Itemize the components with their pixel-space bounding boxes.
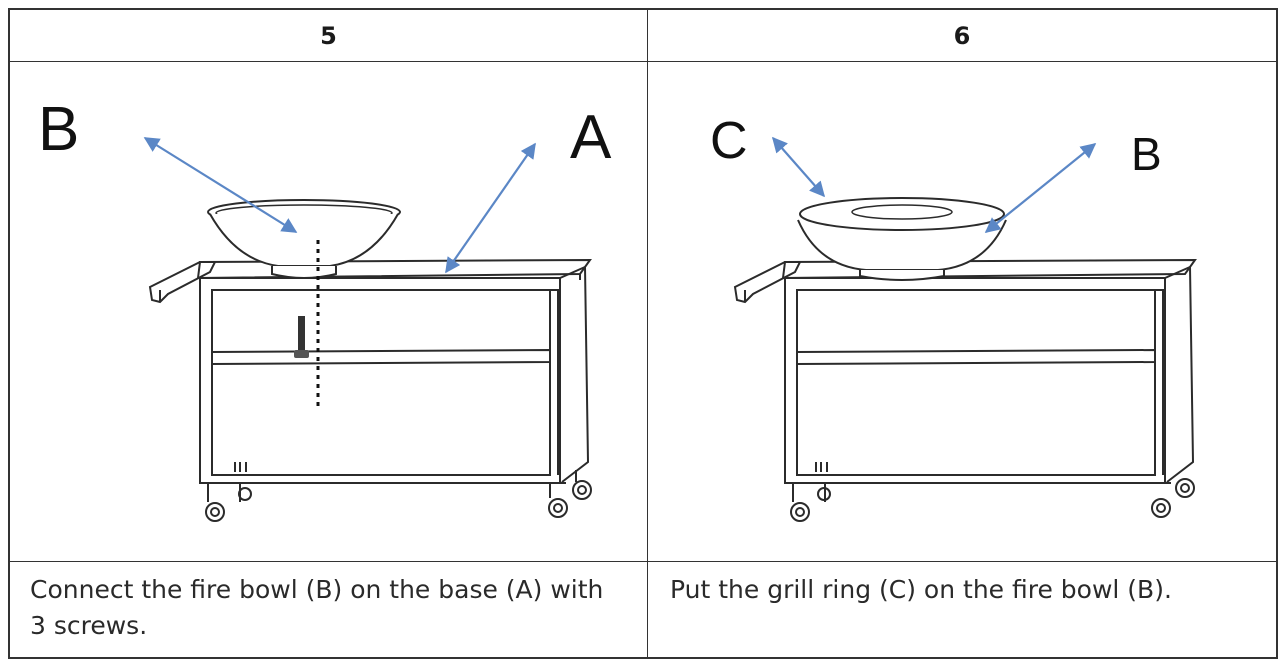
- cart-drawing: [733, 258, 1197, 522]
- arrow-to-base: [445, 142, 536, 274]
- step-6-header: 6: [648, 10, 1276, 62]
- instruction-table: 5 6 B A: [8, 8, 1278, 659]
- label-c: C: [710, 112, 748, 170]
- step-6-illustration: C B: [648, 62, 1276, 562]
- instruction-text: Put the grill ring (C) on the fire bowl …: [670, 575, 1172, 604]
- label-b: B: [1131, 128, 1162, 180]
- step-number: 6: [953, 21, 971, 50]
- step-number: 5: [320, 21, 337, 50]
- fire-bowl-drawing: [207, 199, 401, 279]
- step-5-caption: Connect the fire bowl (B) on the base (A…: [10, 562, 648, 657]
- grill-cart-bowl-diagram: B A: [38, 95, 612, 522]
- step-5-illustration: B A: [10, 62, 648, 562]
- screw-icon: [294, 316, 309, 358]
- arrow-to-bowl: [143, 137, 298, 233]
- arrow-to-bowl: [984, 143, 1097, 233]
- step-5-header: 5: [10, 10, 648, 62]
- label-a: A: [570, 103, 612, 172]
- arrow-to-ring: [771, 136, 826, 198]
- step-6-caption: Put the grill ring (C) on the fire bowl …: [648, 562, 1276, 657]
- instruction-text: Connect the fire bowl (B) on the base (A…: [30, 575, 604, 640]
- label-b: B: [38, 95, 79, 164]
- fire-bowl-with-ring-drawing: [797, 197, 1007, 281]
- cart-drawing: [148, 258, 592, 522]
- grill-cart-ring-diagram: C B: [710, 112, 1197, 522]
